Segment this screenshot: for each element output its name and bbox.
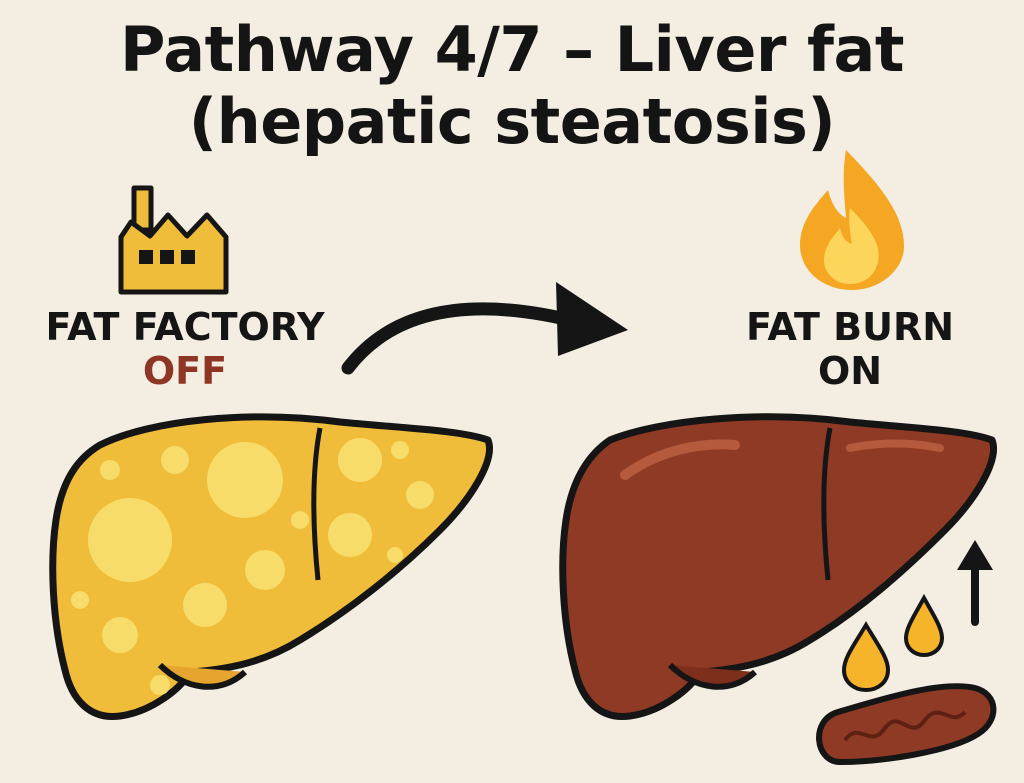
fat-droplet-icons	[841, 593, 945, 693]
healthy-liver	[559, 413, 997, 720]
flame-icon	[800, 150, 905, 290]
fatty-liver	[49, 413, 493, 720]
fat-burn-label: FAT BURN ON	[700, 305, 1000, 393]
fat-factory-state: OFF	[142, 349, 228, 393]
mitochondrion-icon	[816, 683, 997, 766]
fat-burn-state: ON	[817, 349, 883, 393]
transition-arrow	[341, 282, 628, 375]
title-line-1: Pathway 4/7 – Liver fat	[119, 13, 905, 86]
fat-factory-text: FAT FACTORY	[45, 305, 325, 349]
fat-burn-text: FAT BURN	[745, 305, 955, 349]
up-arrow-icon	[957, 540, 993, 626]
title-line-2: (hepatic steatosis)	[188, 85, 836, 158]
factory-icon	[118, 185, 229, 295]
fat-factory-label: FAT FACTORY OFF	[40, 305, 330, 393]
page-title: Pathway 4/7 – Liver fat (hepatic steatos…	[0, 14, 1024, 158]
